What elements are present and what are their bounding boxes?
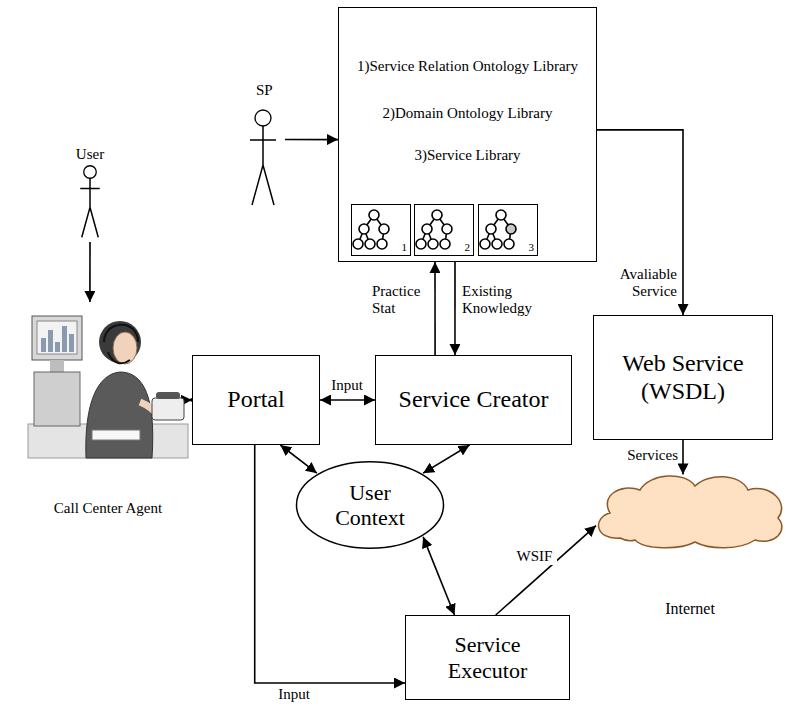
tree-node xyxy=(377,239,387,249)
connector-arrow xyxy=(597,130,683,315)
tree-node xyxy=(492,239,502,249)
call-center-illustration xyxy=(28,302,188,462)
agent-picture: Call Center Agent xyxy=(28,302,188,527)
monitor xyxy=(32,316,82,360)
tree-node xyxy=(369,210,379,220)
connector-arrow xyxy=(423,537,454,615)
connector-arrow xyxy=(320,399,375,401)
node-label: Service Executor xyxy=(425,632,550,683)
tree-node xyxy=(496,210,506,220)
connector-label: Practice Stat xyxy=(372,283,430,318)
tree-node xyxy=(486,224,496,234)
screen-bar xyxy=(69,334,74,352)
connector-label: Input xyxy=(324,377,370,394)
library-entry: 1)Service Relation Ontology Library xyxy=(347,58,588,75)
service-tree-box: 3 xyxy=(478,204,538,256)
node-label: User Context xyxy=(320,480,420,531)
tree-node xyxy=(480,239,490,249)
callout-number: 2 xyxy=(465,241,471,254)
connector-label: Services xyxy=(618,447,678,464)
tree-node xyxy=(379,224,389,234)
monitor-screen xyxy=(37,321,77,354)
node-label: Call Center Agent xyxy=(28,500,188,517)
cloud-outline xyxy=(590,468,790,552)
tree-node xyxy=(440,239,450,249)
node-label: Service Creator xyxy=(399,386,549,414)
tree-node xyxy=(432,210,442,220)
tree-node xyxy=(365,239,375,249)
figure-body xyxy=(250,126,276,205)
headset xyxy=(104,325,138,364)
phone-handset xyxy=(156,392,180,399)
process-box: Service Executor xyxy=(405,615,570,700)
connector-arrow xyxy=(280,445,317,473)
actor-figure: User xyxy=(65,146,115,242)
desk-phone xyxy=(152,398,184,420)
connector-label: WSIF xyxy=(512,548,557,565)
agent-face xyxy=(113,332,137,364)
agent-hair xyxy=(99,321,141,363)
tree-node xyxy=(359,224,369,234)
tree-node xyxy=(442,224,452,234)
process-box: Portal xyxy=(192,355,320,445)
stick-figure xyxy=(240,82,285,207)
cloud-shape xyxy=(599,476,782,548)
process-box: Web Service (WSDL) xyxy=(593,315,773,440)
computer-case xyxy=(34,372,80,426)
connector-arrow xyxy=(434,262,436,355)
figure-head xyxy=(84,166,97,179)
tree-node xyxy=(504,239,514,249)
connector-arrow xyxy=(496,526,596,615)
connector-label: Input xyxy=(272,686,316,703)
figure-body xyxy=(80,178,100,237)
keyboard xyxy=(92,430,140,440)
process-box: Service Creator xyxy=(375,355,572,445)
screen-bar xyxy=(62,326,67,352)
connector-arrow xyxy=(454,262,456,355)
node-label: Web Service (WSDL) xyxy=(608,350,758,405)
tree-node xyxy=(422,224,432,234)
ellipse-shape xyxy=(297,462,444,548)
connector-label: Existing Knowledgy xyxy=(462,283,557,318)
node-label: SP xyxy=(256,82,285,99)
tree-node xyxy=(353,239,363,249)
node-label: User xyxy=(65,146,115,163)
screen-bar xyxy=(41,338,46,352)
connector-arrow xyxy=(285,139,338,141)
actor-figure: SP xyxy=(240,82,285,207)
connector-label: Avaliable Service xyxy=(613,266,677,301)
node-label: Internet xyxy=(590,600,790,618)
library-box: 1)Service Relation Ontology Library 2)Dom… xyxy=(338,7,597,262)
library-entry: 3)Service Library xyxy=(347,147,588,164)
connector-arrow xyxy=(89,242,91,302)
context-ellipse: User Context xyxy=(295,460,445,550)
callout-number: 3 xyxy=(529,241,535,254)
service-tree-box: 2 xyxy=(414,204,474,256)
connector-arrow xyxy=(423,445,469,473)
internet-cloud: Internet xyxy=(590,468,790,628)
callout-number: 1 xyxy=(402,241,408,254)
figure-head xyxy=(255,110,271,126)
library-entry: 2)Domain Ontology Library xyxy=(347,105,588,122)
tree-node xyxy=(416,239,426,249)
tree-node xyxy=(428,239,438,249)
tree-node xyxy=(506,224,516,234)
service-tree-box: 1 xyxy=(351,204,411,256)
connector-arrow xyxy=(682,440,684,474)
screen-bar xyxy=(55,342,60,352)
node-label: Portal xyxy=(227,386,284,414)
screen-bar xyxy=(48,330,53,352)
agent-body xyxy=(86,372,153,458)
monitor-stand xyxy=(50,360,64,372)
